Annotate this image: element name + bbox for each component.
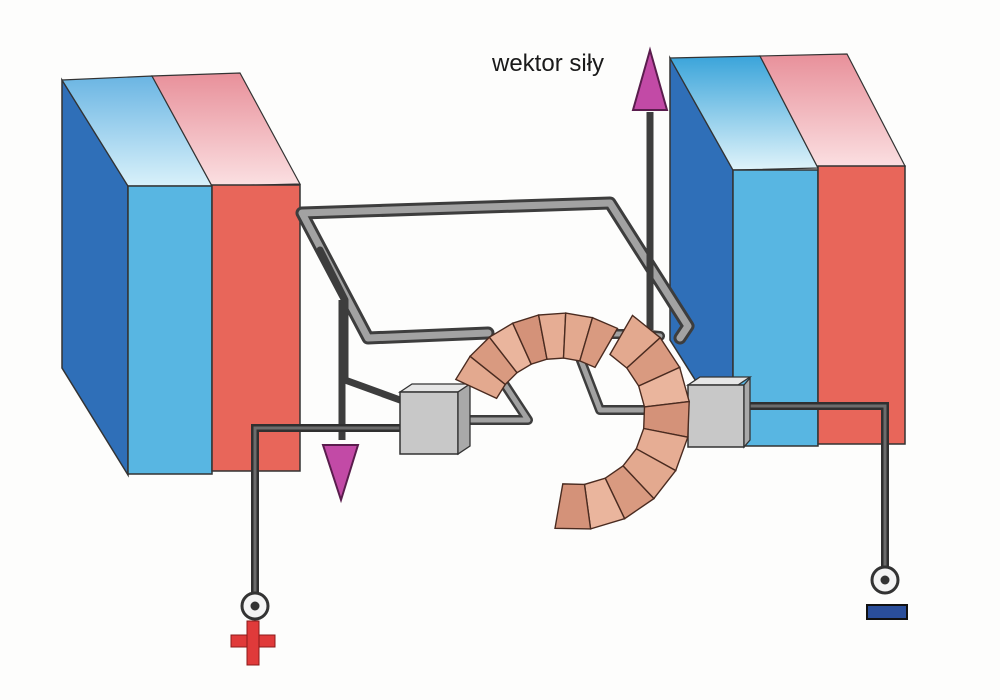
- right-brush: [685, 376, 753, 449]
- right-magnet-front-blue: [732, 169, 819, 447]
- commutator-segment-right-8: [554, 483, 592, 530]
- negative-terminal: [870, 565, 900, 595]
- left-magnet-top-red: [151, 72, 301, 187]
- left-brush: [397, 382, 473, 456]
- commutator: [454, 312, 691, 530]
- left-magnet-front-red: [211, 184, 301, 472]
- commutator-left-half: [454, 312, 619, 400]
- commutator-segment-left-6: [578, 316, 619, 369]
- commutator-right-half: [554, 314, 691, 530]
- left-magnet-front-blue: [127, 185, 213, 475]
- left-magnet: [60, 72, 301, 478]
- force-arrow-up: [631, 46, 669, 330]
- supply-wires: [251, 402, 889, 596]
- force-arrow-down: [321, 300, 360, 504]
- force-vector-label: wektor siły: [492, 50, 605, 77]
- right-magnet-front-red: [817, 165, 906, 445]
- right-magnet: [668, 53, 906, 447]
- minus-sign-icon: [866, 604, 908, 620]
- positive-terminal: [240, 591, 270, 621]
- plus-sign-icon: [230, 620, 276, 666]
